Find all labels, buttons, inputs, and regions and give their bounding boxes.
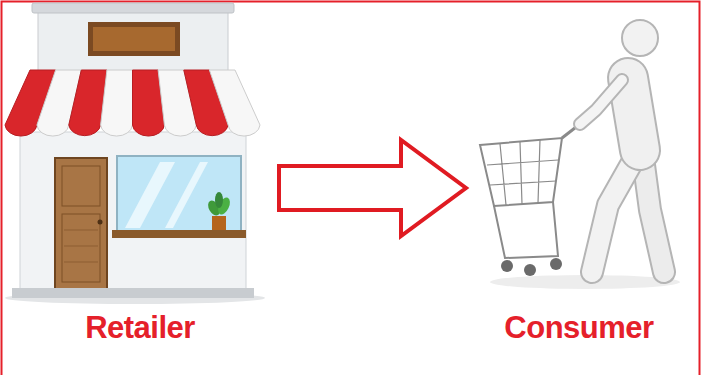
door-plank xyxy=(64,246,98,247)
figure-leg xyxy=(592,152,638,272)
store-sign-panel xyxy=(93,27,175,51)
store-base xyxy=(12,288,254,298)
consumer-illustration xyxy=(480,20,680,289)
node-box: Consumer xyxy=(468,8,690,360)
cart-frame xyxy=(494,202,558,258)
cart-basket xyxy=(480,138,562,206)
node-label: Consumer xyxy=(468,310,690,346)
door-plank xyxy=(64,262,98,263)
store-window xyxy=(117,156,241,232)
plant-pot xyxy=(212,216,226,230)
window-sill xyxy=(112,230,246,238)
door-panel xyxy=(62,166,100,206)
store-door xyxy=(55,158,107,290)
plant-leaf xyxy=(215,192,223,208)
consumer-figure xyxy=(580,78,664,272)
node-label: Retailer xyxy=(5,310,275,346)
cart-wheel xyxy=(524,264,536,276)
store-cornice xyxy=(32,3,234,13)
figure-arm xyxy=(580,80,622,124)
awning-stripe xyxy=(101,70,133,136)
cart-wheel xyxy=(501,260,513,272)
store-illustration xyxy=(5,3,265,304)
block-arrow xyxy=(279,140,466,236)
window-reflection xyxy=(125,162,175,228)
awning-stripe xyxy=(209,70,260,136)
door-knob xyxy=(98,220,103,225)
figure-head xyxy=(622,20,658,56)
cart-grid xyxy=(487,140,558,205)
door-plank xyxy=(64,230,98,231)
store-facade xyxy=(20,132,246,290)
figure-arm xyxy=(580,80,622,124)
node-box: Retailer xyxy=(5,8,275,360)
door-panel xyxy=(62,214,100,282)
figure-torso xyxy=(628,78,640,150)
store-upper xyxy=(38,6,228,72)
window-reflection xyxy=(165,162,208,228)
shopping-cart xyxy=(480,124,580,258)
figure-torso xyxy=(628,78,640,150)
cart-wheel xyxy=(550,258,562,270)
store-sign xyxy=(88,22,180,56)
figure-leg xyxy=(592,152,638,272)
